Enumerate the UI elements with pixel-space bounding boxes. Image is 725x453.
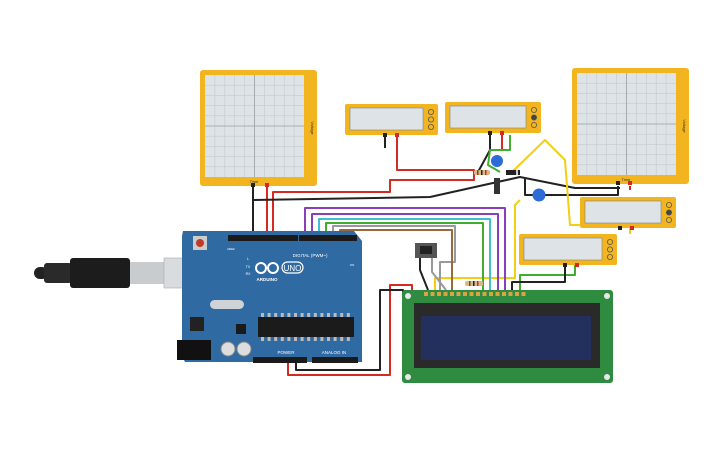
wire-green-lcd[interactable] bbox=[519, 265, 576, 290]
scope1-voltage-label: Voltage bbox=[310, 121, 315, 135]
resistor-2[interactable] bbox=[465, 281, 483, 286]
scope2-time-label: Time bbox=[622, 177, 632, 182]
wire-yellow-2[interactable] bbox=[434, 199, 521, 290]
diode[interactable] bbox=[506, 170, 520, 175]
multimeter-4[interactable] bbox=[519, 234, 617, 267]
resistor-1[interactable] bbox=[474, 170, 490, 175]
arduino-aref-label: AREF bbox=[227, 247, 235, 251]
wire-mm4-black[interactable] bbox=[511, 265, 566, 290]
lcd-pin-header bbox=[424, 292, 526, 296]
wire-mm1-red[interactable] bbox=[272, 135, 475, 236]
multimeter-3[interactable] bbox=[580, 197, 676, 230]
scope2-voltage-label: Voltage bbox=[682, 119, 687, 133]
multimeter-2[interactable] bbox=[445, 102, 541, 135]
arduino-rx-label: RX bbox=[246, 272, 252, 276]
wire-green-digital[interactable] bbox=[325, 222, 484, 290]
wire-pot-grey[interactable] bbox=[431, 258, 447, 291]
arduino-logo bbox=[255, 262, 279, 274]
wire-purple[interactable] bbox=[304, 207, 506, 290]
wire-black-top[interactable] bbox=[252, 176, 620, 201]
arduino-l-label: L bbox=[247, 257, 249, 261]
oscilloscope-2[interactable]: Time Voltage bbox=[572, 68, 689, 185]
wire-mm2-black[interactable] bbox=[477, 135, 491, 173]
wire-grey[interactable] bbox=[332, 225, 456, 290]
arduino-on-label: ON bbox=[350, 263, 355, 267]
multimeter-1[interactable] bbox=[345, 104, 438, 137]
wire-purple-2[interactable] bbox=[311, 213, 499, 290]
lcd-16x2[interactable] bbox=[402, 290, 613, 383]
usb-cable[interactable] bbox=[34, 257, 197, 289]
transistor[interactable] bbox=[494, 178, 500, 194]
chip-pins bbox=[261, 313, 350, 341]
arduino-tx-label: TX bbox=[246, 265, 251, 269]
wire-mm2-green[interactable] bbox=[487, 135, 511, 173]
wire-scope2-black[interactable] bbox=[524, 178, 619, 196]
arduino-power-label: POWER bbox=[277, 350, 295, 355]
arduino-digital-label: DIGITAL (PWM~) bbox=[293, 253, 328, 258]
oscilloscope-1[interactable]: Time Voltage bbox=[200, 70, 317, 187]
scope1-time-label: Time bbox=[250, 179, 260, 184]
wire-cyan[interactable] bbox=[318, 218, 491, 290]
capacitor-1[interactable] bbox=[491, 155, 503, 167]
wires bbox=[252, 135, 631, 376]
lcd-screen bbox=[421, 316, 591, 360]
arduino-model: UNO bbox=[284, 264, 302, 273]
wire-power-red[interactable] bbox=[287, 284, 413, 376]
wire-pot-black[interactable] bbox=[419, 258, 429, 291]
capacitor-2[interactable] bbox=[532, 188, 546, 202]
potentiometer[interactable] bbox=[415, 243, 437, 258]
arduino-uno-board[interactable]: UNO ARDUINO DIGITAL (PWM~) POWER ANALOG … bbox=[177, 231, 362, 363]
arduino-brand: ARDUINO bbox=[257, 277, 278, 282]
arduino-analog-label: ANALOG IN bbox=[322, 350, 347, 355]
